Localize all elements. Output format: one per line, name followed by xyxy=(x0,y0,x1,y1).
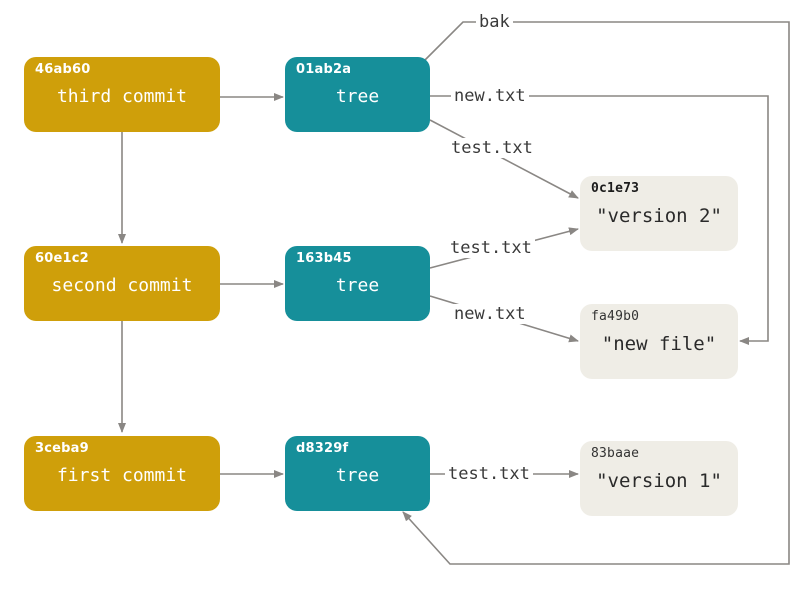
tree-hash: 163b45 xyxy=(296,251,352,266)
edge-label-bak: bak xyxy=(476,12,513,32)
edge-tree1-test-version2 xyxy=(429,119,579,199)
blob-hash: 0c1e73 xyxy=(591,181,640,196)
tree-hash: d8329f xyxy=(296,441,349,456)
edge-tree1-new-file xyxy=(430,95,769,345)
edge-label-new-txt-tree1: new.txt xyxy=(451,86,529,106)
commit-node-second: 60e1c2 second commit xyxy=(24,246,220,321)
edge-label-test-txt-tree2: test.txt xyxy=(447,238,535,258)
blob-hash: fa49b0 xyxy=(591,309,640,324)
commit-hash: 46ab60 xyxy=(35,62,91,77)
commit-message: first commit xyxy=(56,465,188,486)
edge-bak-reference xyxy=(402,21,790,565)
tree-node-01ab2a: 01ab2a tree xyxy=(285,57,430,132)
tree-hash: 01ab2a xyxy=(296,62,352,77)
edge-label-new-txt-tree2: new.txt xyxy=(451,304,529,324)
tree-label: tree xyxy=(335,86,380,107)
tree-node-163b45: 163b45 tree xyxy=(285,246,430,321)
commit-hash: 60e1c2 xyxy=(35,251,89,266)
blob-node-0c1e73: 0c1e73 "version 2" xyxy=(580,176,738,251)
blob-content: "version 2" xyxy=(596,205,722,227)
blob-hash: 83baae xyxy=(591,446,640,461)
blob-content: "version 1" xyxy=(596,470,722,492)
commit-message: second commit xyxy=(51,275,193,296)
edge-label-test-txt-tree1: test.txt xyxy=(448,138,536,158)
edge-label-test-txt-tree3: test.txt xyxy=(445,464,533,484)
commit-node-third: 46ab60 third commit xyxy=(24,57,220,132)
tree-label: tree xyxy=(335,275,380,296)
blob-node-83baae: 83baae "version 1" xyxy=(580,441,738,516)
tree-label: tree xyxy=(335,465,380,486)
tree-node-d8329f: d8329f tree xyxy=(285,436,430,511)
commit-hash: 3ceba9 xyxy=(35,441,89,456)
commit-node-first: 3ceba9 first commit xyxy=(24,436,220,511)
blob-node-fa49b0: fa49b0 "new file" xyxy=(580,304,738,379)
blob-content: "new file" xyxy=(601,333,717,355)
commit-message: third commit xyxy=(56,86,188,107)
